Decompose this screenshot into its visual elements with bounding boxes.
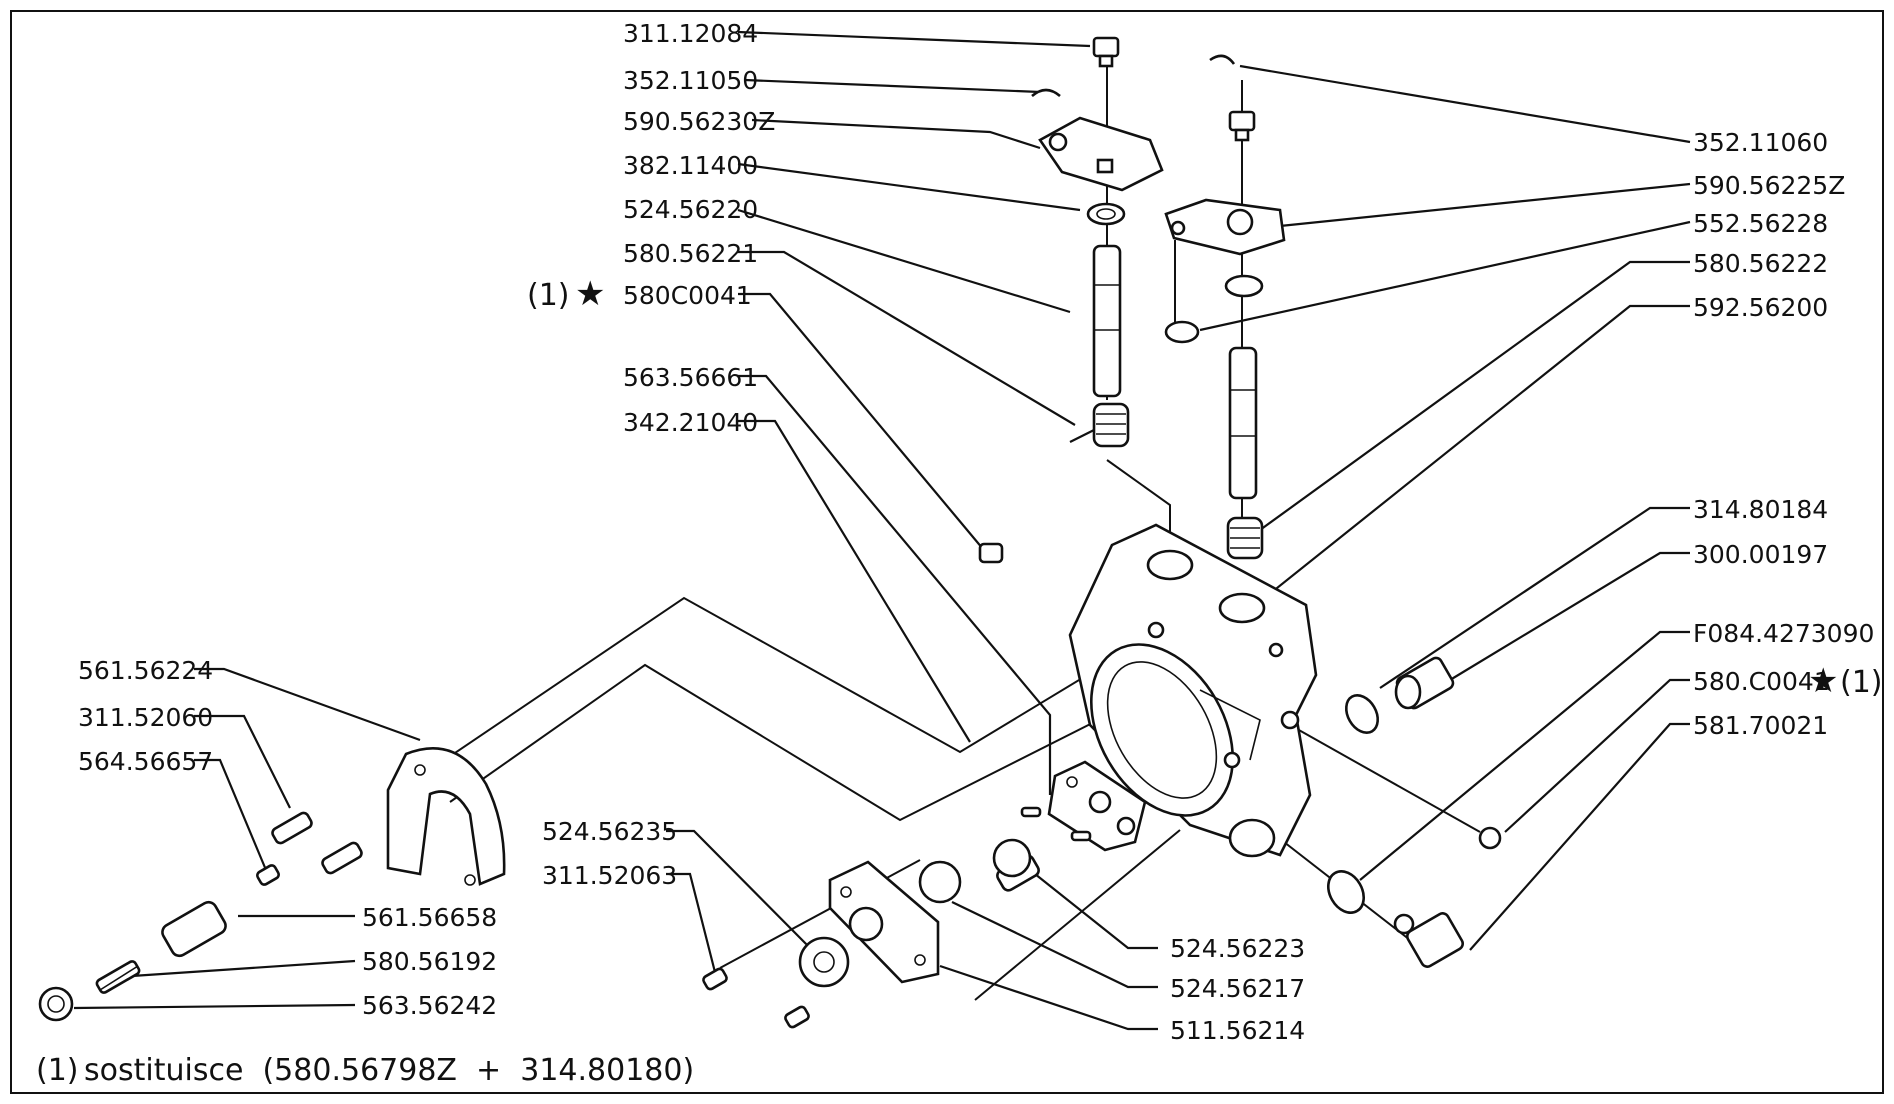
label-592-56200: 592.56200 [1693, 293, 1828, 322]
label-314-80184: 314.80184 [1693, 495, 1828, 524]
right-lever-stack [1164, 54, 1286, 560]
label-563-56242: 563.56242 [362, 991, 497, 1020]
label-564-56657: 564.56657 [78, 747, 213, 776]
label-352-11060: 352.11060 [1693, 128, 1828, 157]
label-352-11050: 352.11050 [623, 66, 758, 95]
left-bracket-assembly [38, 746, 506, 1022]
label-F084-4273090: F084.4273090 [1693, 619, 1874, 648]
label-524-56220: 524.56220 [623, 195, 758, 224]
leader-lines [73, 30, 1691, 1031]
label-581-70021: 581.70021 [1693, 711, 1828, 740]
assembly-axes [414, 60, 1481, 1001]
label-580-56192: 580.56192 [362, 947, 497, 976]
label-342-21040: 342.21040 [623, 408, 758, 437]
label-580-56222: 580.56222 [1693, 249, 1828, 278]
label-580-C0041: 580.C0041 [1693, 667, 1830, 696]
label-311-52063: 311.52063 [542, 861, 677, 890]
label-300-00197: 300.00197 [1693, 540, 1828, 569]
label-511-56214: 511.56214 [1170, 1016, 1305, 1045]
label-524-56223: 524.56223 [1170, 934, 1305, 963]
label-590-56225Z: 590.56225Z [1693, 171, 1845, 200]
label-590-56230Z: 590.56230Z [623, 107, 775, 136]
label-552-56228: 552.56228 [1693, 209, 1828, 238]
label-524-56235: 524.56235 [542, 817, 677, 846]
star-right-icon: ★ [1808, 661, 1838, 701]
label-580C0041: 580C0041 [623, 281, 752, 310]
label-524-56217: 524.56217 [1170, 974, 1305, 1003]
label-561-56224: 561.56224 [78, 656, 213, 685]
footnote: (1) sostituisce (580.56798Z + 314.80180) [36, 1053, 694, 1088]
note-ref-right: (1) [1840, 665, 1883, 700]
labels-left-lower: 561.56224 311.52060 564.56657 561.56658 … [78, 656, 1305, 1045]
right-fittings [1327, 656, 1502, 968]
pump-housing [1068, 523, 1318, 858]
label-561-56658: 561.56658 [362, 903, 497, 932]
star-left-icon: ★ [575, 274, 605, 314]
footnote-text: sostituisce (580.56798Z + 314.80180) [84, 1053, 694, 1088]
mid-parts [702, 542, 1147, 1029]
label-311-12084: 311.12084 [623, 19, 758, 48]
label-382-11400: 382.11400 [623, 151, 758, 180]
footnote-ref: (1) [36, 1053, 79, 1088]
label-563-56661: 563.56661 [623, 363, 758, 392]
label-580-56221: 580.56221 [623, 239, 758, 268]
label-311-52060: 311.52060 [78, 703, 213, 732]
labels-right: 352.11060 590.56225Z 552.56228 580.56222… [1693, 128, 1883, 740]
drawing-frame [10, 10, 1884, 1094]
note-ref-left: (1) [527, 278, 570, 313]
left-lever-stack [1031, 36, 1164, 448]
labels-left-top: 311.12084 352.11050 590.56230Z 382.11400… [527, 19, 775, 437]
